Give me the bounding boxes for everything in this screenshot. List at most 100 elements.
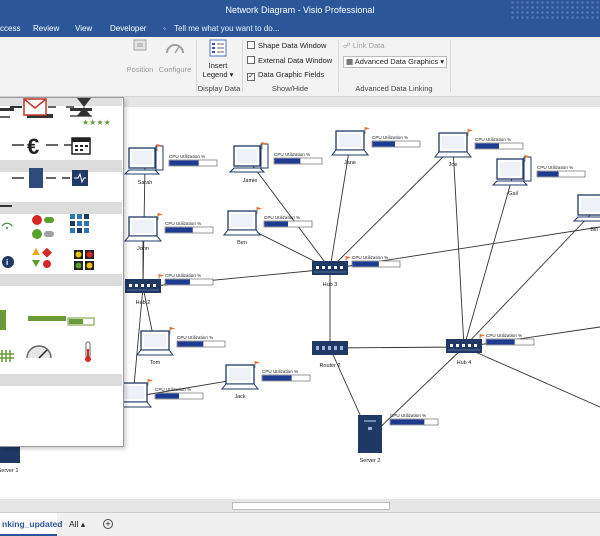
checkbox-icon <box>247 41 255 49</box>
laptop-icon <box>330 130 370 156</box>
cpu-bar-fill <box>155 393 179 399</box>
position-button[interactable]: Position <box>124 39 156 74</box>
advanced-data-graphics-button[interactable]: ▦ Advanced Data Graphics ▾ <box>343 56 448 68</box>
traffic-toggle-indicator[interactable] <box>32 215 54 239</box>
wifi-indicator[interactable] <box>1 222 13 229</box>
link-icon: ☍ <box>343 41 353 50</box>
device-label: Bill <box>590 227 597 233</box>
cpu-bar-fill <box>165 227 193 233</box>
device-label: Ben <box>237 240 247 246</box>
green-bar-shape[interactable] <box>0 310 6 330</box>
svg-text:i: i <box>6 258 8 267</box>
calendar-icon[interactable] <box>64 137 91 155</box>
connector-line[interactable] <box>463 210 595 348</box>
external-data-window-checkbox[interactable]: External Data Window <box>247 56 332 66</box>
hourglass-icon[interactable] <box>66 98 91 116</box>
cpu-utilization-label: CPU Utilization % <box>177 335 213 340</box>
desktop-computer-icon <box>491 156 532 186</box>
rating-stars-shape[interactable]: ★★★★ <box>82 118 111 127</box>
device-router2[interactable]: Router 2 <box>312 341 348 369</box>
server-stencil-icon[interactable] <box>12 168 56 188</box>
menu-access[interactable]: ccess <box>0 24 21 33</box>
gauge-config-icon <box>166 44 184 54</box>
device-label: Server 2 <box>360 458 381 464</box>
configure-button[interactable]: Configure <box>156 39 194 74</box>
data-bar-shape[interactable] <box>27 114 53 118</box>
position-label: Position <box>126 65 154 74</box>
thermometer-icon[interactable] <box>85 341 91 362</box>
group-separator <box>450 40 451 92</box>
tell-me-search[interactable]: Tell me what you want to do... <box>174 24 280 33</box>
device-label: Jamie <box>243 178 258 184</box>
cpu-utilization-label: CPU Utilization % <box>155 387 191 392</box>
speedometer-icon[interactable] <box>26 345 52 359</box>
connector-line[interactable] <box>329 346 465 349</box>
link-data-button[interactable]: ☍ Link Data <box>343 41 385 50</box>
grid-indicator[interactable] <box>70 214 89 233</box>
euro-icon[interactable]: € <box>12 134 58 159</box>
data-graphic-fields-checkbox[interactable]: ✓Data Graphic Fields <box>247 70 325 81</box>
email-icon[interactable] <box>12 98 56 116</box>
menu-review[interactable]: Review <box>33 24 60 33</box>
insert-legend-button[interactable]: Insert Legend ▾ <box>200 39 236 79</box>
connector-line[interactable] <box>132 378 241 398</box>
cpu-utilization-graphic: CPU Utilization % <box>154 387 204 400</box>
cpu-utilization-graphic: CPU Utilization % <box>485 333 535 346</box>
scrollbar-thumb[interactable] <box>232 502 390 510</box>
green-progress-shape[interactable] <box>28 316 66 321</box>
info-indicator[interactable]: i <box>2 256 14 268</box>
outline-bar-shape[interactable] <box>67 317 95 326</box>
fence-shape[interactable] <box>0 350 14 362</box>
device-unnamed_laptop[interactable]: CPU Utilization % <box>113 379 204 408</box>
window-title: Network Diagram - Visio Professional <box>225 5 375 15</box>
device-ben[interactable]: Ben CPU Utilization % <box>222 207 313 246</box>
connector-line[interactable] <box>132 286 144 398</box>
chip-icon[interactable] <box>62 170 88 186</box>
connector-line[interactable] <box>463 174 514 348</box>
page-tab-current[interactable]: nking_updated <box>0 513 62 536</box>
cpu-bar-track <box>536 170 586 178</box>
cpu-bar-fill <box>165 279 190 285</box>
caret-up-icon: ▴ <box>80 519 86 529</box>
device-bill[interactable]: BillCPU Utilization % <box>572 191 600 233</box>
text-block-shape[interactable] <box>0 108 14 118</box>
hub-icon <box>125 279 161 293</box>
all-pages-button[interactable]: All ▴ <box>69 519 86 529</box>
horizontal-scrollbar[interactable] <box>0 500 600 512</box>
menu-bar: ccess Review View Developer ◦ Tell me wh… <box>0 20 600 37</box>
shape-data-window-checkbox[interactable]: Shape Data Window <box>247 41 326 51</box>
cpu-utilization-graphic: CPU Utilization % <box>263 215 313 228</box>
connector-line[interactable] <box>329 144 351 270</box>
menu-developer[interactable]: Developer <box>110 24 147 33</box>
shapes-indicator[interactable] <box>32 247 52 268</box>
connector-line[interactable] <box>249 161 331 270</box>
add-page-button[interactable]: + <box>103 519 113 529</box>
stoplight-indicator[interactable] <box>74 250 94 270</box>
stencil-shapes: ★★★★ <box>0 98 122 386</box>
connector-line[interactable] <box>463 346 600 408</box>
cpu-utilization-graphic: CPU Utilization % <box>164 273 214 286</box>
configure-label: Configure <box>158 65 192 74</box>
cpu-utilization-label: CPU Utilization % <box>165 221 201 226</box>
cpu-bar-fill <box>262 375 292 381</box>
group-display-data: Display Data <box>197 84 241 93</box>
group-separator <box>196 40 197 92</box>
connector-line[interactable] <box>369 346 465 438</box>
connector-line[interactable] <box>452 146 465 348</box>
connector-line[interactable] <box>329 146 454 270</box>
menu-view[interactable]: View <box>75 24 93 33</box>
insert-legend-label-2: Legend ▾ <box>202 70 234 79</box>
insert-legend-label-1: Insert <box>208 61 228 70</box>
